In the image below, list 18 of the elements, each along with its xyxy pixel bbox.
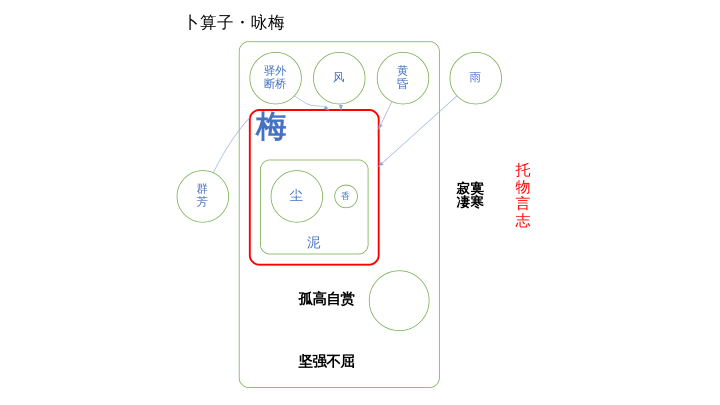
- node-circle: 尘: [270, 170, 322, 223]
- node-circle: 黄昏: [376, 52, 429, 104]
- label: 坚强不屈: [298, 354, 354, 370]
- node-circle: [368, 270, 429, 331]
- arrow: [294, 96, 329, 111]
- arrow: [378, 96, 457, 167]
- diagram-title: 卜算子・咏梅: [182, 12, 285, 32]
- label: 寂寞凄寒: [456, 180, 484, 211]
- label: 孤高自赏: [298, 291, 354, 308]
- node-circle: 驿外断桥: [248, 52, 302, 104]
- node-circle: 群芳: [176, 170, 228, 223]
- connector: [212, 117, 250, 174]
- cluster: [238, 41, 440, 388]
- node-circle: 香: [334, 184, 358, 208]
- node-circle: 雨: [449, 52, 502, 104]
- arrow: [378, 101, 392, 130]
- node-circle: 风: [312, 52, 365, 104]
- label: 托物言志: [515, 161, 530, 230]
